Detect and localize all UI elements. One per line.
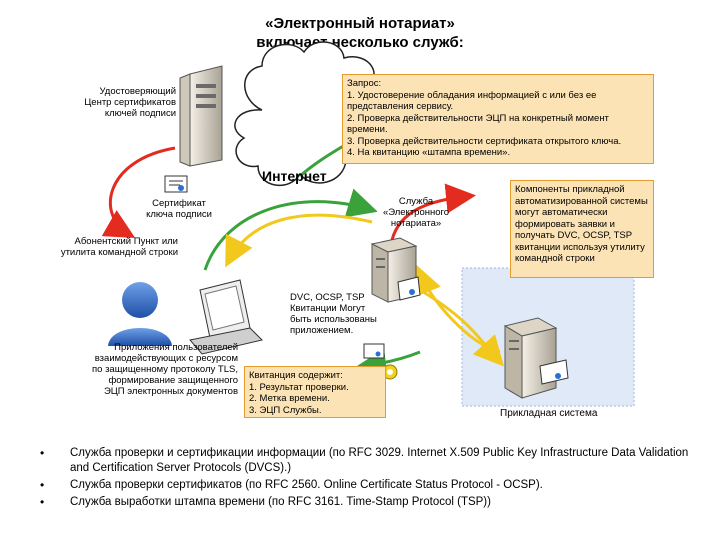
red-arrow-right	[390, 183, 476, 241]
notary-certificate-icon	[397, 276, 421, 301]
request-line: 2. Проверка действительности ЭЦП на конк…	[347, 112, 609, 136]
certificate-label: Сертификат ключа подписи	[146, 198, 212, 220]
red-arrow-left	[101, 146, 176, 238]
service-dvcs: Служба проверки и сертификации информаци…	[40, 446, 700, 476]
protocols-label: DVC, OCSP, TSP Квитанции Могут быть испо…	[290, 292, 377, 336]
title-line-1: «Электронный нотариат»	[265, 15, 455, 32]
ca-server-icon	[179, 65, 223, 167]
service-ocsp: Служба проверки сертификатов (по RFC 256…	[40, 478, 700, 493]
receipt-line: 2. Метка времени.	[249, 393, 330, 404]
request-line: 1. Удостоверение обладания информацией с…	[347, 89, 597, 113]
request-line: 4. На квитанцию «штампа времени».	[347, 147, 511, 158]
yellow-arrow-to-subscriber	[225, 213, 373, 268]
ca-server-label: Удостоверяющий Центр сертификатов ключей…	[84, 86, 176, 119]
internet-label: Интернет	[262, 168, 327, 184]
request-note: Запрос: 1. Удостоверение обладания инфор…	[342, 74, 654, 164]
laptop-icon	[189, 279, 263, 355]
client-apps-label: Приложения пользователей взаимодействующ…	[92, 342, 238, 397]
services-list: Служба проверки и сертификации информаци…	[40, 446, 700, 512]
slide-title: «Электронный нотариат» включает нескольк…	[0, 14, 720, 52]
applied-server-icon	[503, 317, 558, 399]
receipt-line: 3. ЭЦП Службы.	[249, 404, 322, 416]
receipt-certificate-icon	[363, 343, 385, 359]
green-arrow-to-apps	[356, 348, 421, 379]
receipt-note: Квитанция содержит: 1. Результат проверк…	[244, 366, 386, 418]
receipt-line: 1. Результат проверки.	[249, 381, 349, 393]
request-line: 3. Проверка действительности сертификата…	[347, 135, 622, 147]
yellow-arrow-from-applied	[413, 264, 501, 354]
notary-service-label: Служба «Электронного нотариата»	[382, 196, 450, 229]
green-arrow-to-service	[203, 188, 378, 271]
applied-system-label: Прикладная система	[500, 408, 598, 419]
components-note: Компоненты прикладной автоматизированной…	[510, 180, 654, 278]
receipt-line: Квитанция содержит:	[249, 370, 343, 381]
request-line: Запрос:	[347, 78, 382, 89]
user-icon	[108, 282, 172, 346]
certificate-icon	[164, 175, 188, 193]
service-tsp: Служба выработки штампа времени (по RFC …	[40, 495, 700, 510]
applied-certificate-icon	[539, 359, 569, 385]
subscriber-label: Абонентский Пункт или утилита командной …	[60, 236, 178, 258]
